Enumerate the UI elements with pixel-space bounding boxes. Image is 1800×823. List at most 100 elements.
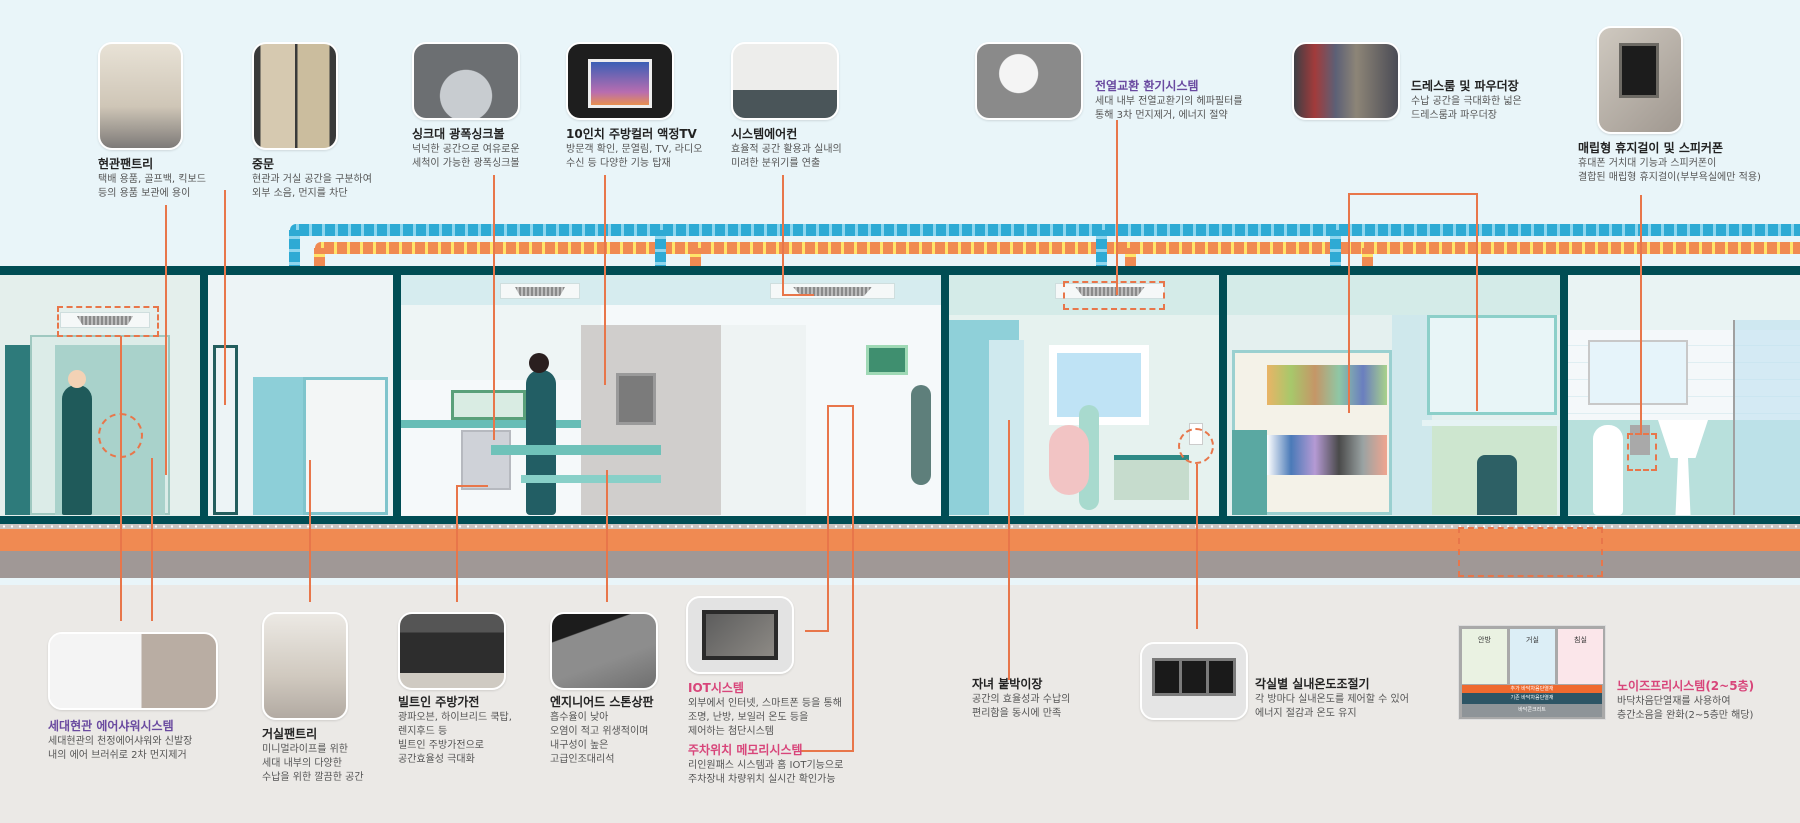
dressroom-desc: 수납 공간을 극대화한 넓은 드레스룸과 파우더장 [1411, 96, 1522, 121]
room-thermostat-desc: 각 방마다 실내온도를 제어할 수 있어 에너지 절감과 온도 유지 [1255, 694, 1409, 719]
heat-exchange-vent-desc: 세대 내부 전열교환기의 헤파필터를 통해 3차 먼지제거, 에너지 절약 [1095, 96, 1243, 121]
air-shower-title: 세대현관 에어샤워시스템 [48, 719, 174, 733]
system-aircon-caption: 시스템에어컨 효율적 공간 활용과 실내의 미려한 분위기를 연출 [731, 126, 842, 171]
noise-room-master: 안방 [1462, 629, 1507, 684]
system-aircon-photo[interactable] [731, 42, 839, 120]
kitchen-tv-desc: 방문객 확인, 문열림, TV, 라디오 수신 등 다양한 기능 탑재 [566, 144, 703, 169]
iot-system-desc: 외부에서 인터넷, 스마트폰 등을 통해 조명, 난방, 보일러 온도 등을 제… [688, 698, 842, 737]
middle-door-caption: 중문 현관과 거실 공간을 구분하여 외부 소음, 먼지를 차단 [252, 156, 372, 201]
air-shower-unit [60, 312, 150, 328]
toilet [1593, 425, 1623, 515]
builtin-oven [461, 430, 511, 490]
wide-sink-photo[interactable] [412, 42, 520, 120]
leader-line [1348, 193, 1478, 195]
dressroom-photo[interactable] [1292, 42, 1400, 120]
room-dressroom [1227, 275, 1560, 516]
parking-memory-title: 주차위치 메모리시스템 [688, 743, 803, 757]
builtin-appliance-caption: 빌트인 주방가전 광파오븐, 하이브리드 쿡탑, 렌지후드 등 빌트인 주방가전… [398, 694, 512, 767]
kids-closet-caption: 자녀 붙박이장 공간의 효율성과 수납의 편리함을 동시에 만족 [972, 676, 1070, 721]
stone-countertop-title: 엔지니어드 스톤상판 [550, 695, 654, 709]
leader-line [827, 405, 829, 630]
leader-line [1008, 420, 1010, 680]
thermostat-highlight [1178, 428, 1214, 464]
leader-line [456, 485, 458, 602]
noise-layer-existing: 기존 바닥차음단열재 [1462, 693, 1602, 704]
builtin-appliance-photo[interactable] [398, 612, 506, 690]
dressroom-caption: 드레스룸 및 파우더장 수납 공간을 극대화한 넓은 드레스룸과 파우더장 [1411, 78, 1522, 123]
noise-free-caption: 노이즈프리시스템(2~5층) 바닥차음단열재를 사용하여 층간소음을 완화(2~… [1617, 678, 1754, 723]
tissue-holder-title: 매립형 휴지걸이 및 스피커폰 [1578, 141, 1724, 155]
air-shower-caption: 세대현관 에어샤워시스템 세대현관의 천정에어샤워와 신발장 내의 에어 브러쉬… [48, 718, 192, 763]
kids-closet-desc: 공간의 효율성과 수납의 편리함을 동시에 만족 [972, 694, 1071, 719]
middle-door-title: 중문 [252, 157, 275, 171]
kitchen-tv-photo[interactable] [566, 42, 674, 120]
supply-duct-drop [1330, 230, 1341, 290]
leader-line [456, 485, 488, 487]
living-pantry-photo[interactable] [262, 612, 348, 720]
supply-duct-drop [655, 230, 666, 290]
bed [1114, 455, 1189, 500]
room-thermostat-photo[interactable] [1140, 642, 1248, 720]
living-pantry-desc: 미니멀라이프를 위한 세대 내부의 다양한 수납을 위한 깔끔한 공간 [262, 744, 364, 783]
heat-exchange-vent-title: 전열교환 환기시스템 [1095, 79, 1199, 93]
pantry-shelves [303, 377, 388, 515]
middle-door-photo[interactable] [252, 42, 338, 150]
entrance-pantry-title: 현관팬트리 [98, 157, 154, 171]
noise-layer-added: 추가 바닥차음단열재 [1462, 685, 1602, 693]
leader-line [1640, 195, 1642, 435]
wall-divider [1560, 275, 1568, 516]
room-kitchen [401, 275, 941, 516]
floor-beam [0, 516, 1800, 524]
leader-line [224, 190, 226, 405]
tissue-holder-illustration [1630, 425, 1650, 455]
entrance-pantry-photo[interactable] [98, 42, 183, 150]
kitchen-tv-title: 10인치 주방컬러 액정TV [566, 127, 697, 141]
leader-line [309, 460, 311, 602]
room-thermostat-title: 각실별 실내온도조절기 [1255, 677, 1370, 691]
leader-line [800, 750, 854, 752]
wall-divider [941, 275, 949, 516]
living-pantry-caption: 거실팬트리 미니멀라이프를 위한 세대 내부의 다양한 수납을 위한 깔끔한 공… [262, 726, 364, 785]
leader-line [120, 336, 122, 621]
wall-divider [200, 275, 208, 516]
noise-free-diagram[interactable]: 안방 거실 침실 추가 바닥차음단열재 기존 바닥차음단열재 바닥콘크리트 [1458, 625, 1606, 720]
heat-exchange-vent-photo[interactable] [975, 42, 1083, 120]
air-shower-photo[interactable] [48, 632, 218, 710]
leader-line [606, 470, 608, 602]
parking-memory-caption: 주차위치 메모리시스템 리인원패스 시스템과 홈 IOT기능으로 주차장내 차량… [688, 742, 843, 787]
air-shower-highlight [57, 306, 159, 337]
stone-countertop-desc: 흡수율이 낮아 오염이 적고 위생적이며 내구성이 높은 고급인조대리석 [550, 712, 649, 765]
dressroom-title: 드레스룸 및 파우더장 [1411, 79, 1519, 93]
leader-line [782, 294, 814, 296]
room-kids-bedroom [949, 275, 1219, 516]
noise-room-label: 거실 [1526, 636, 1539, 644]
air-shower-desc: 세대현관의 천정에어샤워와 신발장 내의 에어 브러쉬로 2차 먼지제거 [48, 736, 193, 761]
system-aircon-desc: 효율적 공간 활용과 실내의 미려한 분위기를 연출 [731, 144, 842, 169]
floor-slab-concrete [0, 551, 1800, 578]
world-map-frame [1049, 345, 1149, 425]
wide-sink-caption: 싱크대 광폭싱크볼 넉넉한 공간으로 여유로운 세척이 가능한 광폭싱크볼 [412, 126, 520, 171]
leader-line [782, 175, 784, 295]
system-aircon-unit [500, 283, 580, 299]
leader-line [805, 630, 829, 632]
floor-slab-insulation [0, 529, 1800, 551]
system-aircon-unit [770, 283, 895, 299]
child-figure [911, 385, 931, 485]
stone-countertop-photo[interactable] [550, 612, 658, 690]
kitchen-counter [401, 420, 621, 428]
iot-system-caption: IOT시스템 외부에서 인터넷, 스마트폰 등을 통해 조명, 난방, 보일러 … [688, 680, 842, 739]
leader-line [493, 175, 495, 440]
leader-line [852, 405, 854, 750]
tissue-holder-photo[interactable] [1597, 26, 1683, 134]
leader-line [1196, 464, 1198, 629]
noise-free-highlight [1458, 527, 1603, 577]
noise-room-bedroom: 침실 [1558, 629, 1603, 684]
iot-wallpad-illustration [866, 345, 908, 375]
vent-diffuser [1055, 283, 1165, 299]
builtin-appliance-title: 빌트인 주방가전 [398, 695, 480, 709]
tissue-holder-desc: 휴대폰 거치대 기능과 스피커폰이 결합된 매립형 휴지걸이(부부욕실에만 적용… [1578, 158, 1761, 183]
iot-system-photo[interactable] [686, 596, 794, 674]
leader-line [1476, 193, 1478, 411]
leader-line [1348, 193, 1350, 413]
noise-room-living: 거실 [1510, 629, 1555, 684]
